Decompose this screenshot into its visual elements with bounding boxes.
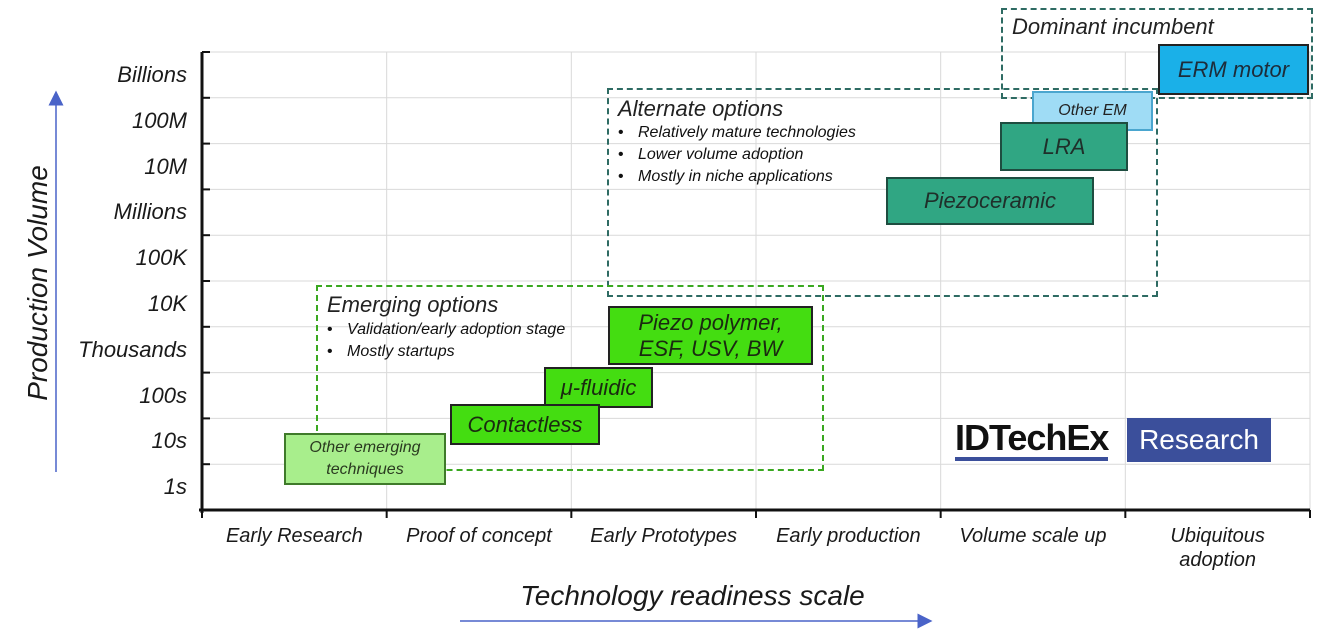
piezo-polymer-label: Piezo polymer, ESF, USV, BW (638, 310, 783, 361)
logo-idtechex-text: IDTechEx (955, 420, 1109, 461)
group-emerging-options (316, 285, 824, 471)
y-tick-label: 100s (139, 382, 187, 408)
tech-box-contactless: Contactless (450, 404, 600, 445)
y-tick-label: 10K (147, 290, 187, 316)
x-tick-label: Early production (776, 525, 921, 547)
logo-research-badge: Research (1127, 418, 1271, 462)
tech-box-lra: LRA (1000, 122, 1128, 171)
y-tick-label: 100K (135, 245, 187, 271)
x-tick-label: Proof of concept (406, 525, 552, 547)
bullet-item: Validation/early adoption stage (325, 319, 565, 341)
group-title-dominant-incumbent: Dominant incumbent (1012, 14, 1214, 39)
y-tick-label: Millions (113, 199, 187, 225)
bullet-item: Relatively mature technologies (616, 122, 856, 144)
x-tick-label: Ubiquitous adoption (1170, 525, 1265, 571)
group-title-emerging-options: Emerging options (327, 292, 499, 317)
bullet-item: Mostly startups (325, 341, 565, 363)
axes (199, 51, 1311, 518)
other-emerging-label: Other emerging techniques (309, 439, 421, 478)
x-tick-label: Early Research (225, 525, 363, 547)
y-tick-label: 10s (151, 428, 187, 454)
x-tick-label: Volume scale up (959, 525, 1107, 547)
tech-box-erm-motor: ERM motor (1158, 44, 1309, 95)
group-title-alternate-options: Alternate options (618, 96, 784, 121)
alternate-options-bullets: Relatively mature technologies Lower vol… (616, 122, 856, 188)
tech-box-piezoceramic: Piezoceramic (886, 177, 1094, 225)
x-axis-title: Technology readiness scale (520, 580, 865, 611)
y-tick-label: 10M (144, 153, 187, 179)
x-tick-label: Early Prototypes (590, 525, 738, 547)
bullet-item: Mostly in niche applications (616, 166, 856, 188)
tech-box-mu-fluidic: μ-fluidic (544, 367, 653, 408)
y-tick-label: Billions (117, 61, 187, 87)
y-axis-title: Production Volume (22, 165, 53, 401)
emerging-options-bullets: Validation/early adoption stage Mostly s… (325, 319, 565, 363)
bullet-item: Lower volume adoption (616, 144, 856, 166)
group-alternate-options (607, 88, 1158, 297)
idtechex-logo: IDTechEx Research (955, 418, 1271, 464)
y-tick-label: 100M (131, 107, 187, 133)
tech-box-other-emerging: Other emerging techniques (284, 433, 446, 485)
y-tick-label: Thousands (78, 336, 187, 362)
y-tick-label: 1s (163, 474, 187, 500)
tech-box-piezo-polymer: Piezo polymer, ESF, USV, BW (608, 306, 813, 365)
